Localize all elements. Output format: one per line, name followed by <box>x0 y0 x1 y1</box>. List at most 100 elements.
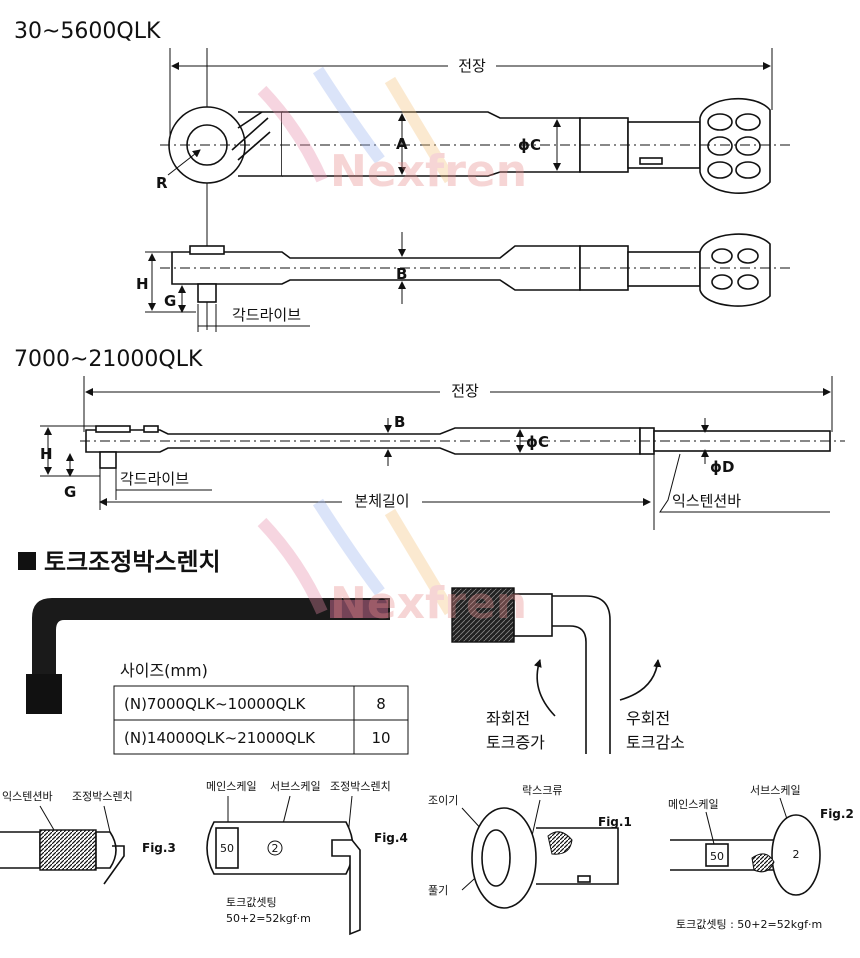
right-turn-label-2: 토크감소 <box>626 733 685 752</box>
fig1-slot <box>577 875 591 883</box>
label-H2: H <box>40 445 53 463</box>
knurled-knob <box>451 587 515 643</box>
watermark-swoosh <box>257 85 328 183</box>
left-turn-label-2: 토크증가 <box>486 733 545 752</box>
watermark-swoosh <box>384 508 456 616</box>
fig3-wrench <box>103 845 125 885</box>
table-row-model: (N)14000QLK~21000QLK <box>124 729 316 747</box>
knob-groove <box>711 248 733 264</box>
fig3-knurl <box>39 829 97 871</box>
wrench2-square-drive <box>99 451 117 469</box>
label-phiD: ϕD <box>710 458 734 476</box>
fig3-adj-wrench-label: 조정박스렌치 <box>72 790 133 803</box>
leader <box>531 799 541 837</box>
fig2-main-scale <box>705 843 729 867</box>
l-wrench-socket <box>26 674 62 714</box>
table-row-model: (N)7000QLK~10000QLK <box>124 695 307 713</box>
table-header: 사이즈(mm) <box>120 661 208 680</box>
dim-bg <box>448 56 496 76</box>
side-grip <box>627 251 701 287</box>
right-turn-arrow <box>619 659 662 701</box>
label-H: H <box>136 275 149 293</box>
overall-length-label-2: 전장 <box>451 382 479 400</box>
fig1-knob-face <box>481 829 511 887</box>
watermark-text: Nexfren <box>330 146 527 197</box>
ext-bar-leader <box>659 453 830 513</box>
grip-slot <box>639 157 663 165</box>
watermark-text: Nexfren <box>330 578 527 629</box>
fig3-tube <box>0 831 41 869</box>
fig4-main-scale-num: 50 <box>220 842 234 855</box>
wrench2-head-top <box>95 425 131 433</box>
fig1-loosen-label: 풀기 <box>428 884 448 897</box>
fig2-sub-scale-num: 2 <box>793 848 800 861</box>
fig4-tube <box>206 821 354 875</box>
leader <box>705 811 715 845</box>
knob-groove <box>737 274 759 290</box>
right-turn-label-1: 우회전 <box>626 709 670 728</box>
fig4-sub-scale-label: 서브스케일 <box>270 779 321 793</box>
fig4-setting-value: 50+2=52kgf·m <box>226 912 311 925</box>
watermark-swoosh <box>312 66 385 164</box>
label-G: G <box>164 292 176 310</box>
table-row-size: 8 <box>376 695 386 713</box>
fig3-end <box>95 831 117 869</box>
fig4-sub-scale-num: 2 <box>272 842 279 855</box>
fig4-setting-title: 토크값셋팅 <box>226 896 277 909</box>
pawl-lines <box>231 111 271 161</box>
fig1-knurl-patch <box>547 831 573 855</box>
watermark-logo-1: Nexfren <box>257 66 527 197</box>
square-drive <box>197 283 217 303</box>
label-B2: B <box>394 413 405 431</box>
fig4-adj-wrench-label: 조정박스렌치 <box>330 780 391 793</box>
fig2-knurl-patch <box>751 853 775 873</box>
extension-bar-label: 익스텐션바 <box>672 492 741 510</box>
fig2-sub-scale-label: 서브스케일 <box>750 783 801 797</box>
knob-groove <box>735 136 761 156</box>
fig1-label: Fig.1 <box>598 815 632 829</box>
square-drive-label-2: 각드라이브 <box>120 470 189 488</box>
dim-bg <box>342 490 422 510</box>
fig2-setting: 토크값셋팅 : 50+2=52kgf·m <box>676 918 822 931</box>
watermark-swoosh <box>384 76 456 184</box>
fig2-label: Fig.2 <box>820 807 854 821</box>
radius-leader <box>167 149 201 176</box>
l-wrench-tip <box>330 600 388 618</box>
knob-groove <box>735 113 761 131</box>
label-G2: G <box>64 483 76 501</box>
label-phiC: ϕC <box>518 136 541 154</box>
table-row-size: 10 <box>371 729 390 747</box>
knob-groove <box>707 136 733 156</box>
wrench-bar-inner <box>552 625 587 754</box>
fig4-label: Fig.4 <box>374 831 408 845</box>
knob-groove <box>735 161 761 179</box>
diagram1-title: 30~5600QLK <box>14 19 161 44</box>
watermark-logo-2: Nexfren <box>257 498 527 629</box>
label-phiC2: ϕC <box>526 433 549 451</box>
fig1-lock-screw-label: 락스크류 <box>522 784 562 797</box>
knob-groove <box>737 248 759 264</box>
knob-groove <box>707 113 733 131</box>
fig3-label: Fig.3 <box>142 841 176 855</box>
leader <box>103 805 111 833</box>
fig2-main-scale-label: 메인스케일 <box>668 797 719 811</box>
fig3-ext-bar-label: 익스텐션바 <box>2 790 53 803</box>
watermark-swoosh <box>312 498 385 596</box>
fig2-knob <box>771 814 821 896</box>
fig4-sub-scale <box>267 840 283 856</box>
section-heading: 토크조정박스렌치 <box>44 548 221 576</box>
wrench-bar-outer <box>552 595 611 754</box>
side-knob <box>699 233 771 307</box>
fig4-wrench <box>331 839 361 936</box>
side-head-top <box>189 245 225 255</box>
left-turn-arrow <box>533 659 556 717</box>
label-R: R <box>156 174 168 192</box>
heading-bullet <box>18 552 36 570</box>
watermark-swoosh <box>257 517 328 615</box>
fig4-main-scale-label: 메인스케일 <box>206 779 257 793</box>
l-wrench <box>32 598 390 676</box>
dim-bg <box>440 381 490 401</box>
square-drive-label: 각드라이브 <box>232 306 301 324</box>
